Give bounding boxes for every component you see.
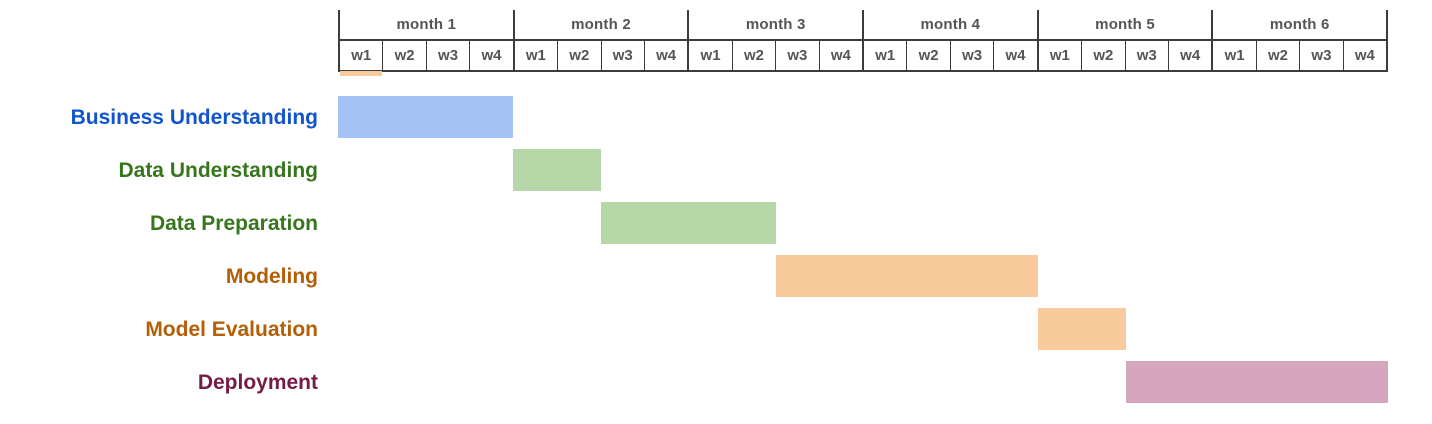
gantt-row: Data Understanding xyxy=(0,149,1432,191)
month-header-cell: month 5 xyxy=(1036,10,1212,41)
week-header-cell[interactable]: w1 xyxy=(340,41,384,76)
month-header-cell: month 2 xyxy=(512,10,688,41)
gantt-row: Data Preparation xyxy=(0,202,1432,244)
week-header-cell[interactable]: w2 xyxy=(1256,41,1301,72)
task-label: Modeling xyxy=(225,264,318,288)
week-header-cell[interactable]: w1 xyxy=(1038,41,1083,72)
gantt-row: Deployment xyxy=(0,361,1432,403)
week-header-cell[interactable]: w4 xyxy=(994,41,1037,72)
gantt-row: Business Understanding xyxy=(0,96,1432,138)
week-header-cell[interactable]: w4 xyxy=(1168,41,1212,72)
task-bar[interactable] xyxy=(513,149,601,191)
week-header-cell[interactable]: w3 xyxy=(1300,41,1344,72)
week-header-cell[interactable]: w4 xyxy=(644,41,688,72)
week-header-cell[interactable]: w3 xyxy=(776,41,820,72)
current-week-marker xyxy=(340,71,383,76)
week-header-cell[interactable]: w1 xyxy=(864,41,908,72)
week-header-cell[interactable]: w2 xyxy=(383,41,427,72)
week-header-cell[interactable]: w1 xyxy=(689,41,733,72)
week-header-cell[interactable]: w3 xyxy=(1125,41,1169,72)
month-header-cell: month 6 xyxy=(1211,10,1389,41)
week-header-cell[interactable]: w3 xyxy=(950,41,995,72)
week-header-cell[interactable]: w4 xyxy=(470,41,513,72)
week-header-cell[interactable]: w1 xyxy=(1213,41,1257,72)
week-header-cell[interactable]: w2 xyxy=(1082,41,1126,72)
week-header-cell[interactable]: w2 xyxy=(732,41,777,72)
task-label: Model Evaluation xyxy=(145,317,318,341)
task-bar[interactable] xyxy=(1125,361,1388,403)
month-header-cell: month 4 xyxy=(862,10,1037,41)
task-bar[interactable] xyxy=(338,96,513,138)
gantt-row: Modeling xyxy=(0,255,1432,297)
task-label: Business Understanding xyxy=(70,105,318,129)
task-label: Deployment xyxy=(197,370,318,394)
month-header-cell: month 1 xyxy=(338,10,513,41)
week-header-cell[interactable]: w2 xyxy=(558,41,602,72)
gantt-row: Model Evaluation xyxy=(0,308,1432,350)
week-header-cell[interactable]: w3 xyxy=(426,41,471,72)
week-header-cell[interactable]: w3 xyxy=(601,41,645,72)
task-bar[interactable] xyxy=(600,202,776,244)
task-label: Data Preparation xyxy=(149,211,318,235)
task-bar[interactable] xyxy=(1038,308,1126,350)
week-header-cell[interactable]: w1 xyxy=(514,41,559,72)
week-header-cell[interactable]: w4 xyxy=(819,41,863,72)
month-header-cell: month 3 xyxy=(687,10,863,41)
task-bar[interactable] xyxy=(775,255,1038,297)
task-label: Data Understanding xyxy=(118,158,318,182)
week-header-cell[interactable]: w2 xyxy=(907,41,951,72)
week-header-cell[interactable]: w4 xyxy=(1343,41,1387,72)
